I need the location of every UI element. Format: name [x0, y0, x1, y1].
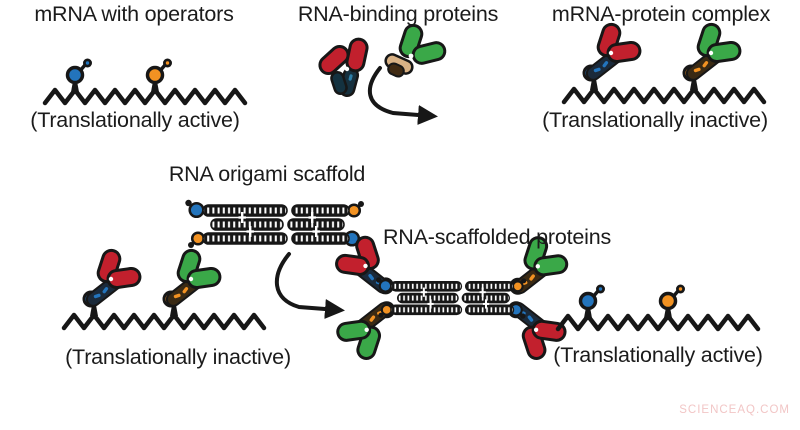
rna-origami-scaffold-graphic	[183, 198, 366, 251]
watermark: SCIENCEAQ.COM	[679, 404, 790, 416]
caption-top-left-active: (Translationally active)	[30, 108, 240, 132]
caption-bottom-right-active: (Translationally active)	[553, 343, 763, 367]
reaction-arrow-top-icon	[367, 66, 438, 125]
label-rna-origami-scaffold: RNA origami scaffold	[168, 162, 366, 186]
mrna-with-operators-graphic	[45, 56, 245, 104]
title-rna-binding-proteins: RNA-binding proteins	[297, 2, 499, 26]
caption-bottom-left-inactive: (Translationally inactive)	[65, 345, 291, 369]
label-rna-scaffolded-proteins: RNA-scaffolded proteins	[382, 225, 612, 249]
mrna-protein-complex-graphic	[564, 20, 764, 102]
free-proteins-graphic	[318, 23, 447, 98]
reaction-arrow-bottom-icon	[274, 252, 345, 319]
free-mrna-bottom-right-graphic	[558, 282, 758, 330]
title-mrna-protein-complex: mRNA-protein complex	[551, 2, 771, 26]
rna-scaffolded-proteins-graphic	[333, 233, 570, 363]
title-mrna-with-operators: mRNA with operators	[34, 2, 234, 26]
red-protein-icon	[318, 37, 369, 98]
bound-mrna-bottom-left-graphic	[64, 246, 264, 328]
green-protein-icon	[384, 23, 447, 78]
caption-top-right-inactive: (Translationally inactive)	[542, 108, 768, 132]
